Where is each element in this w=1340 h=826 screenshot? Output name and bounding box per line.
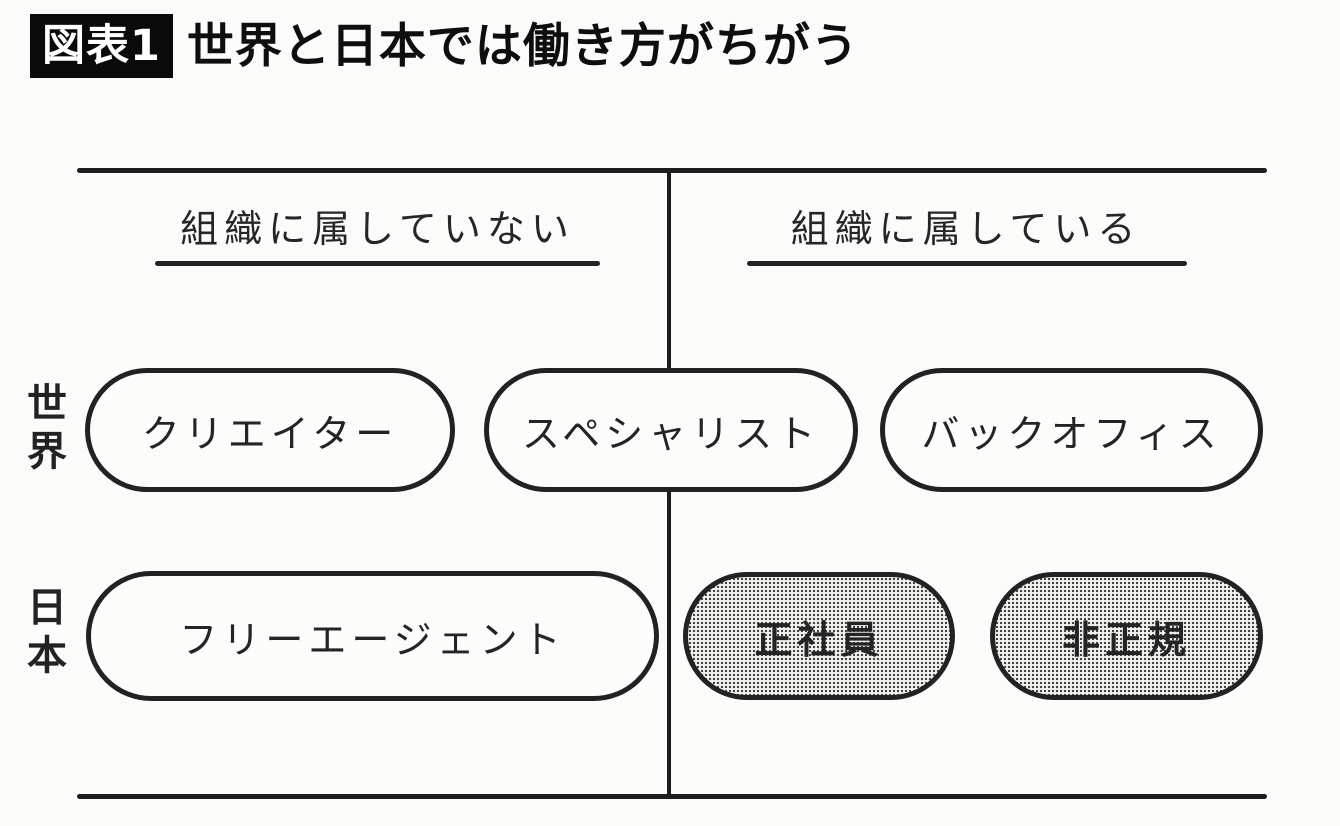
figure-title-row: 図表1 世界と日本では働き方がちがう	[30, 14, 859, 78]
figure-title-text: 世界と日本では働き方がちがう	[186, 18, 859, 74]
table-bottom-border	[77, 794, 1267, 799]
column-header-not-in-organization: 組織に属していない	[180, 206, 575, 251]
figure-number-badge: 図表1	[30, 14, 173, 78]
row-label-japan: 日本	[20, 586, 66, 682]
pill-specialist: スペシャリスト	[484, 368, 858, 492]
column-header-underline-right	[747, 261, 1187, 266]
pill-non-regular: 非正規	[990, 572, 1263, 700]
column-header-in-organization: 組織に属している	[790, 206, 1142, 251]
pill-back-office: バックオフィス	[880, 368, 1263, 492]
table-top-border	[77, 168, 1267, 173]
pill-free-agent: フリーエージェント	[86, 571, 659, 701]
column-header-underline-left	[155, 261, 600, 266]
row-label-world: 世界	[20, 382, 66, 478]
pill-regular-employee: 正社員	[683, 572, 955, 700]
pill-creator: クリエイター	[85, 368, 455, 492]
